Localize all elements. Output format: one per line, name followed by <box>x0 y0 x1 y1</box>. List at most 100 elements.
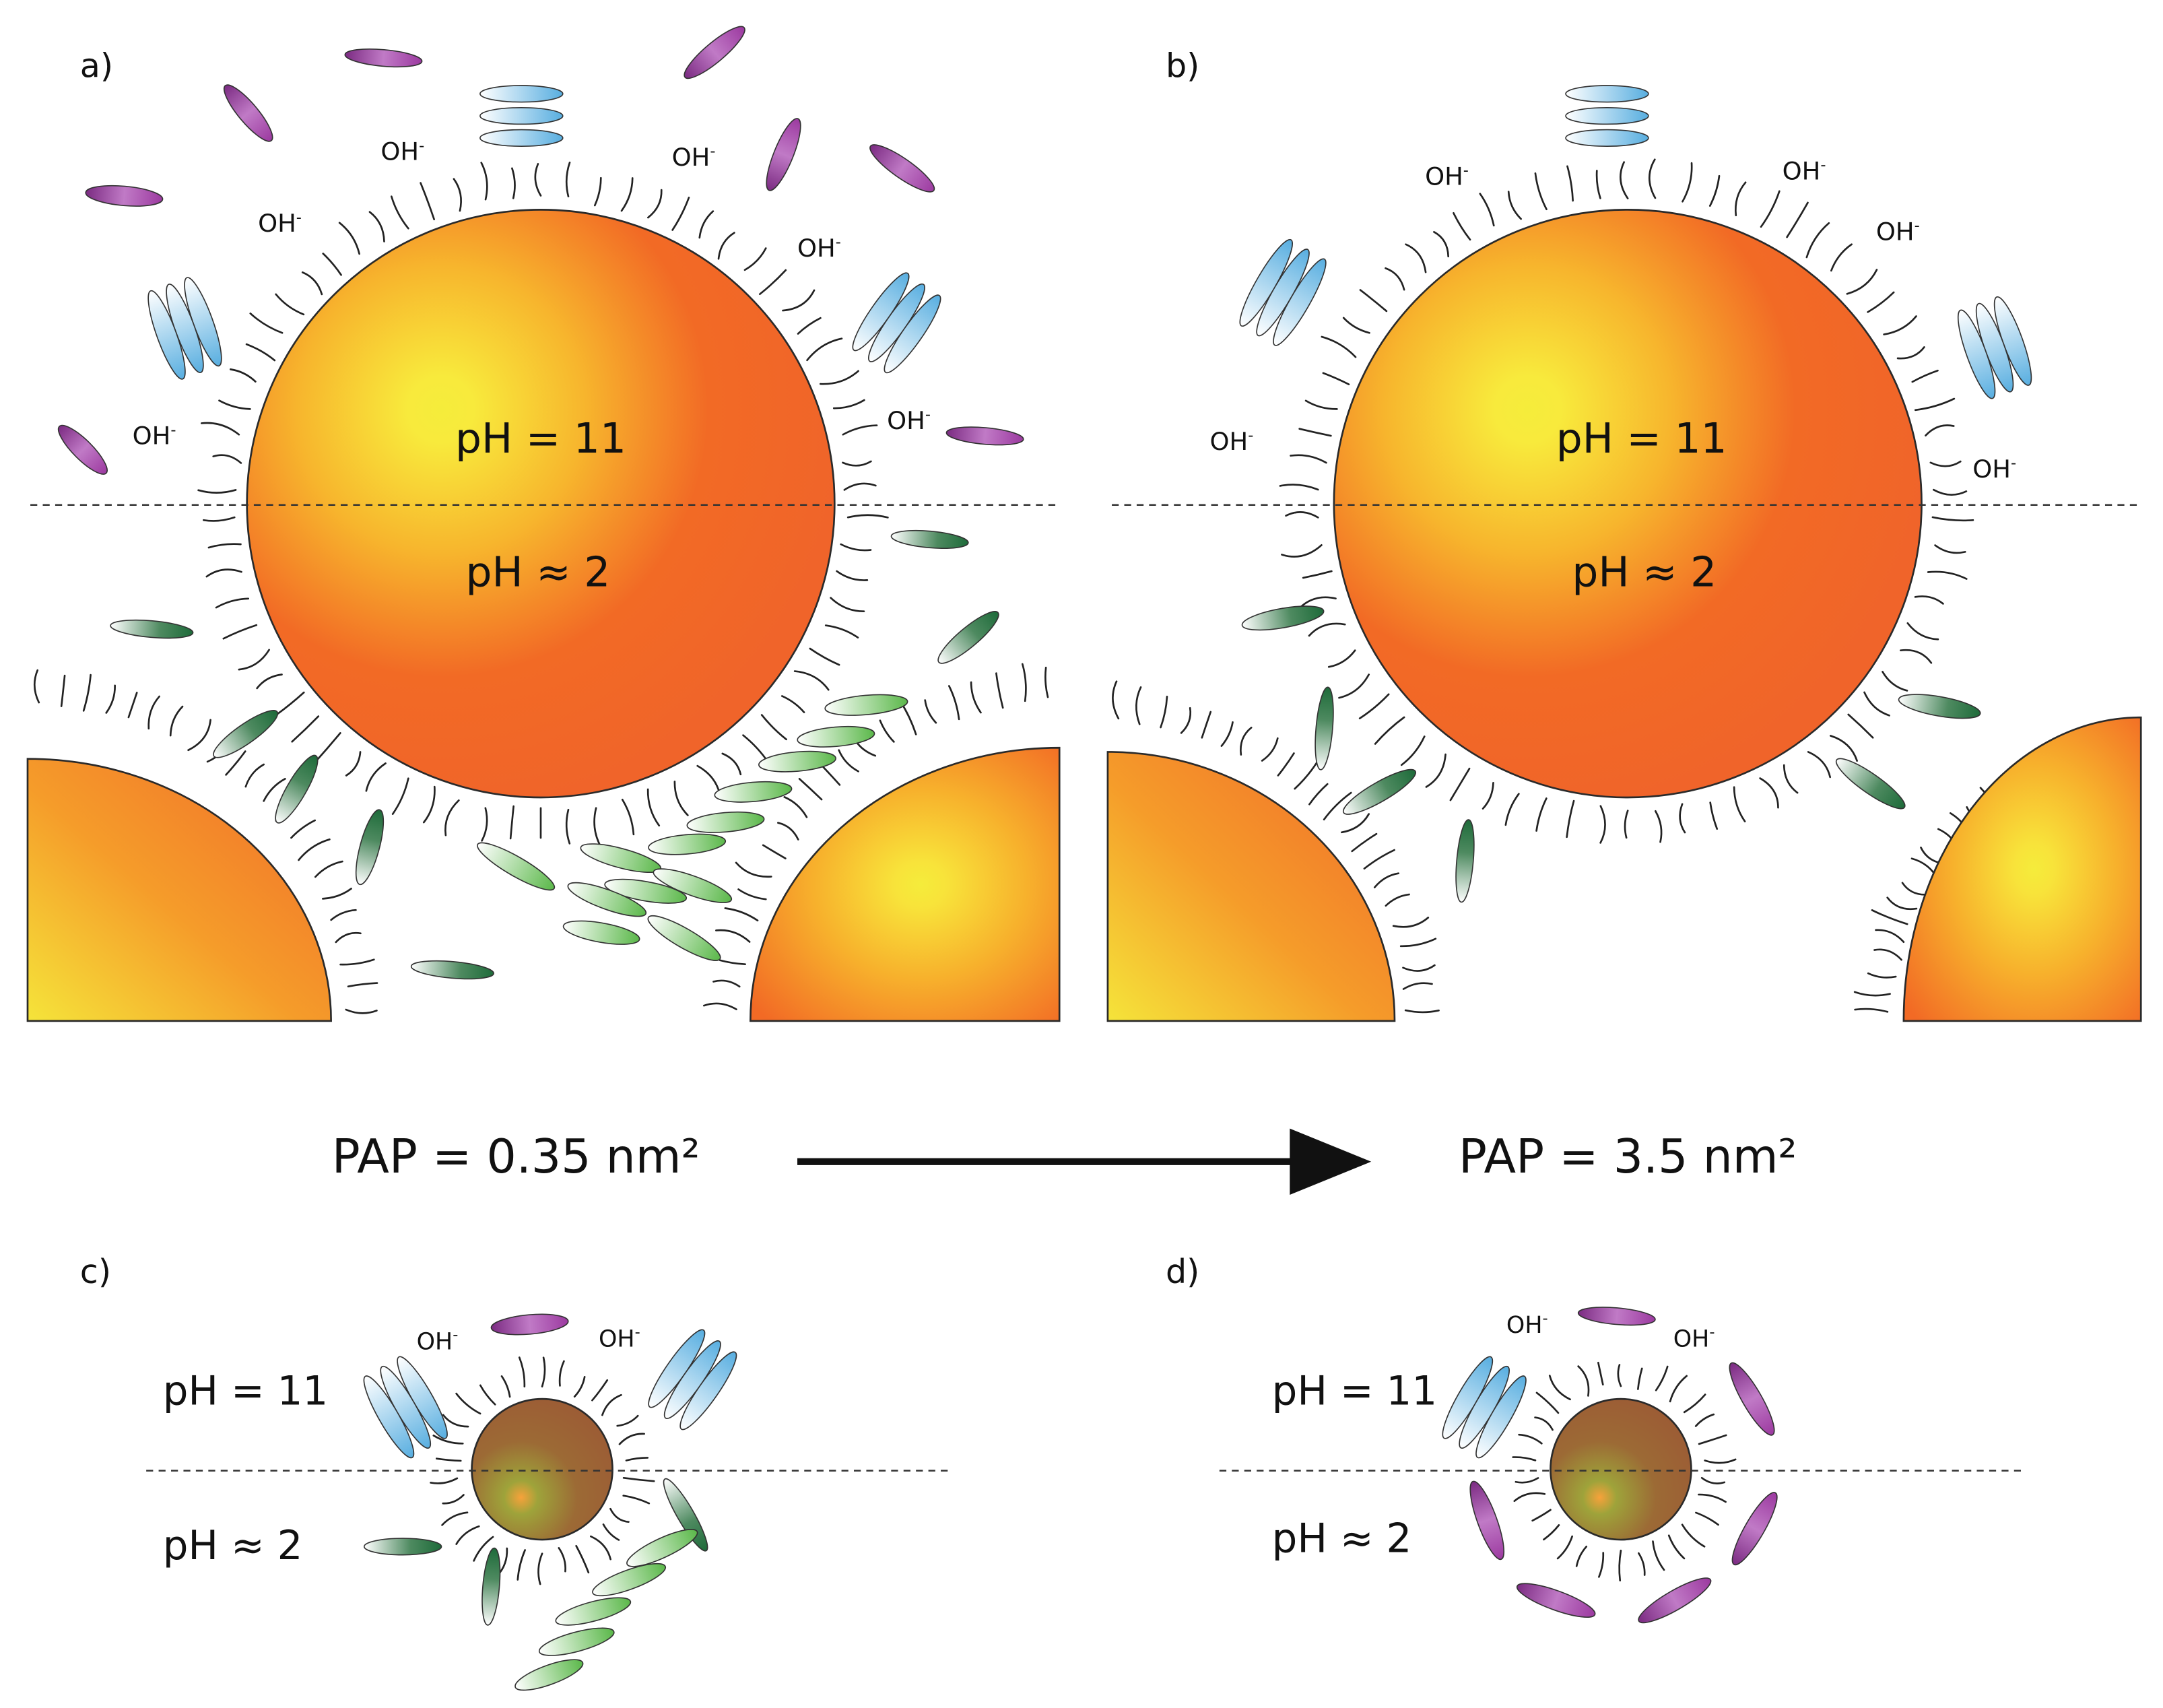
ligand-hair-icon <box>207 543 242 549</box>
orange-nanoparticle-icon <box>1106 751 1396 1022</box>
ligand-hair-icon <box>609 1507 630 1523</box>
ligand-hair-icon <box>1709 801 1719 830</box>
ligand-hair-icon <box>511 167 516 199</box>
ligand-hair-icon <box>780 695 805 713</box>
ligand-hair-icon <box>1871 909 1908 925</box>
ligand-hair-icon <box>212 454 242 464</box>
orange-nanoparticle-icon <box>246 209 836 799</box>
ligand-hair-icon <box>1385 267 1405 291</box>
ligand-hair-icon <box>322 253 342 276</box>
ligand-hair-icon <box>1914 595 1944 605</box>
ligand-hair-icon <box>1479 193 1495 227</box>
ligand-hair-icon <box>719 959 746 966</box>
ligand-hair-icon <box>436 1457 462 1462</box>
ligand-hair-icon <box>647 189 663 219</box>
panel-c-letter: c) <box>80 1252 111 1291</box>
ligand-hair-icon <box>673 781 689 816</box>
dark-green-molecule-icon <box>890 529 969 549</box>
ligand-hair-icon <box>1829 735 1858 762</box>
ligand-hair-icon <box>229 368 257 383</box>
panel-a-bottom-ph: pH ≈ 2 <box>465 549 610 597</box>
purple-molecule-icon <box>766 118 801 191</box>
purple-molecule-icon <box>945 426 1024 446</box>
ligand-hair-icon <box>1363 849 1395 870</box>
ligand-hair-icon <box>616 1414 639 1427</box>
ligand-hair-icon <box>1535 797 1548 832</box>
ligand-hair-icon <box>420 182 435 221</box>
ligand-hair-icon <box>1700 1476 1726 1484</box>
ligand-hair-icon <box>1637 1367 1643 1390</box>
ligand-hair-icon <box>1883 315 1917 335</box>
dark-green-molecule-icon <box>275 754 319 824</box>
ligand-hair-icon <box>1240 727 1253 756</box>
ligand-hair-icon <box>1669 1375 1688 1403</box>
dark-green-molecule-icon <box>355 809 385 886</box>
purple-molecule-icon <box>57 424 108 475</box>
ligand-hair-icon <box>1735 181 1747 217</box>
ligand-hair-icon <box>843 482 877 491</box>
oh-label: OH- <box>797 234 841 263</box>
ligand-hair-icon <box>698 210 714 239</box>
light-green-molecule-icon <box>626 1529 698 1567</box>
ligand-hair-icon <box>1321 335 1357 358</box>
ligand-hair-icon <box>1867 291 1895 313</box>
ligand-hair-icon <box>1308 783 1329 806</box>
dark-green-molecule-icon <box>1898 694 1981 719</box>
dark-green-molecule-icon <box>110 619 194 639</box>
ligand-hair-icon <box>1453 211 1471 241</box>
ligand-hair-icon <box>215 597 250 609</box>
light-green-molecule-icon <box>824 694 908 716</box>
oh-label: OH- <box>1972 454 2016 483</box>
ligand-hair-icon <box>762 844 787 859</box>
ligand-hair-icon <box>1867 972 1897 979</box>
ligand-hair-icon <box>1597 1361 1604 1386</box>
dark-green-molecule-icon <box>937 611 999 664</box>
ligand-hair-icon <box>1875 929 1905 944</box>
ligand-hair-icon <box>275 691 305 716</box>
purple-molecule-icon <box>85 185 164 207</box>
ligand-hair-icon <box>1220 721 1234 747</box>
ligand-hair-icon <box>1405 243 1427 273</box>
ligand-hair-icon <box>1399 938 1437 948</box>
ligand-hair-icon <box>621 798 635 836</box>
ligand-hair-icon <box>924 699 937 724</box>
ligand-hair-icon <box>187 719 211 752</box>
ligand-hair-icon <box>1512 1456 1537 1461</box>
ligand-hair-icon <box>1504 793 1520 826</box>
ligand-hair-icon <box>1342 317 1370 334</box>
orange-nanoparticle-icon <box>750 746 1061 1022</box>
ligand-hair-icon <box>602 1523 620 1541</box>
ligand-hair-icon <box>1934 544 1966 554</box>
ligand-hair-icon <box>218 399 251 410</box>
ligand-hair-icon <box>534 163 542 197</box>
ligand-hair-icon <box>1277 752 1295 777</box>
ligand-hair-icon <box>1548 1375 1571 1401</box>
ligand-hair-icon <box>1531 1509 1552 1522</box>
ligand-hair-icon <box>1682 162 1693 203</box>
ligand-hair-icon <box>1201 711 1212 739</box>
ligand-hair-icon <box>1914 397 1956 412</box>
ligand-hair-icon <box>1279 484 1319 491</box>
ligand-hair-icon <box>365 762 387 792</box>
ligand-hair-icon <box>1620 161 1629 199</box>
ligand-hair-icon <box>1577 1365 1590 1397</box>
ligand-hair-icon <box>1359 289 1388 313</box>
ligand-hair-icon <box>1556 1535 1573 1560</box>
light-green-molecule-icon <box>686 811 765 833</box>
ligand-hair-icon <box>995 672 1004 709</box>
ligand-hair-icon <box>1598 1552 1605 1578</box>
panel-b-letter: b) <box>1166 46 1199 86</box>
ligand-hair-icon <box>1566 165 1574 202</box>
light-green-molecule-icon <box>604 878 688 904</box>
light-green-molecule-icon <box>647 915 721 961</box>
ligand-hair-icon <box>473 1536 494 1562</box>
ligand-hair-icon <box>1906 622 1939 640</box>
ligand-hair-icon <box>1698 1493 1727 1503</box>
ligand-hair-icon <box>1886 896 1918 911</box>
ligand-hair-icon <box>1327 649 1356 668</box>
ligand-hair-icon <box>842 460 872 467</box>
light-green-molecule-icon <box>567 882 647 917</box>
ligand-hair-icon <box>1302 570 1333 579</box>
hydroxide-labels: OH- OH- OH- OH- OH- OH- OH- OH- OH- OH- … <box>133 137 2017 1355</box>
ligand-hair-icon <box>1683 1393 1706 1414</box>
